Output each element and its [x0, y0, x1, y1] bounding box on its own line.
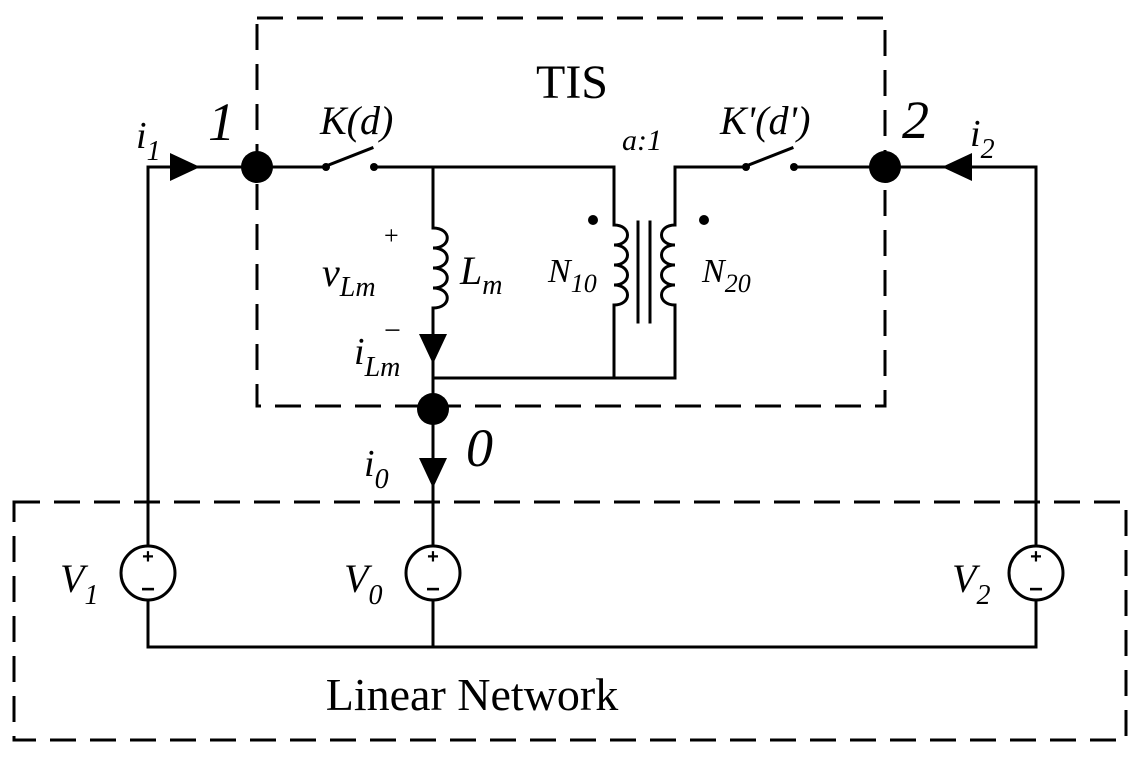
switch-k-label: K(d)	[319, 98, 393, 143]
node-2	[869, 151, 901, 183]
switch-kp-contact-b	[790, 163, 798, 171]
label-v2: V2	[952, 556, 990, 611]
arrow-i0	[419, 458, 447, 488]
wire-bottom	[146, 598, 1038, 649]
source-v0: + −	[404, 544, 462, 603]
node-2-label: 2	[902, 90, 929, 150]
label-ilm: iLm	[354, 331, 400, 383]
network-label: Linear Network	[326, 669, 619, 720]
svg-text:−: −	[426, 576, 440, 603]
switch-k-blade	[324, 146, 374, 168]
label-n20: N20	[701, 253, 751, 298]
node-1-label: 1	[208, 92, 235, 152]
label-lm: Lm	[459, 248, 502, 301]
node-1	[241, 151, 273, 183]
source-v2: + −	[1007, 544, 1065, 603]
label-i2: i2	[970, 113, 995, 165]
node-0-label: 0	[466, 418, 493, 478]
switch-kp-label: K'(d')	[719, 98, 810, 143]
source-v1: + −	[119, 544, 177, 603]
arrow-i2	[942, 153, 972, 181]
label-vlm: vLm	[322, 250, 376, 303]
arrow-ilm	[419, 334, 447, 364]
linear-network-boundary	[12, 500, 1128, 742]
wire-left	[146, 165, 259, 548]
svg-text:−: −	[1029, 576, 1043, 603]
wire-right	[883, 165, 1038, 548]
label-i1: i1	[136, 115, 161, 167]
vlm-minus: −	[384, 314, 401, 347]
label-v0: V0	[344, 556, 382, 611]
node-0	[417, 393, 449, 425]
transformer-secondary-winding	[660, 223, 677, 307]
primary-dot	[588, 215, 598, 225]
secondary-dot	[699, 215, 709, 225]
switch-kp-blade	[744, 146, 794, 168]
switch-k-contact-b	[370, 163, 378, 171]
label-n10: N10	[547, 253, 597, 298]
arrow-i1	[170, 153, 200, 181]
tis-boundary	[255, 16, 887, 408]
inductor-lm	[431, 226, 449, 310]
label-v1: V1	[60, 556, 98, 611]
svg-text:+: +	[1030, 546, 1042, 568]
svg-text:+: +	[142, 546, 154, 568]
tis-label: TIS	[536, 56, 608, 109]
svg-text:+: +	[427, 546, 439, 568]
transformer-ratio: a:1	[622, 124, 662, 157]
svg-text:−: −	[141, 576, 155, 603]
vlm-plus: +	[384, 221, 399, 250]
label-i0: i0	[364, 443, 389, 495]
transformer-primary-winding	[612, 223, 629, 307]
